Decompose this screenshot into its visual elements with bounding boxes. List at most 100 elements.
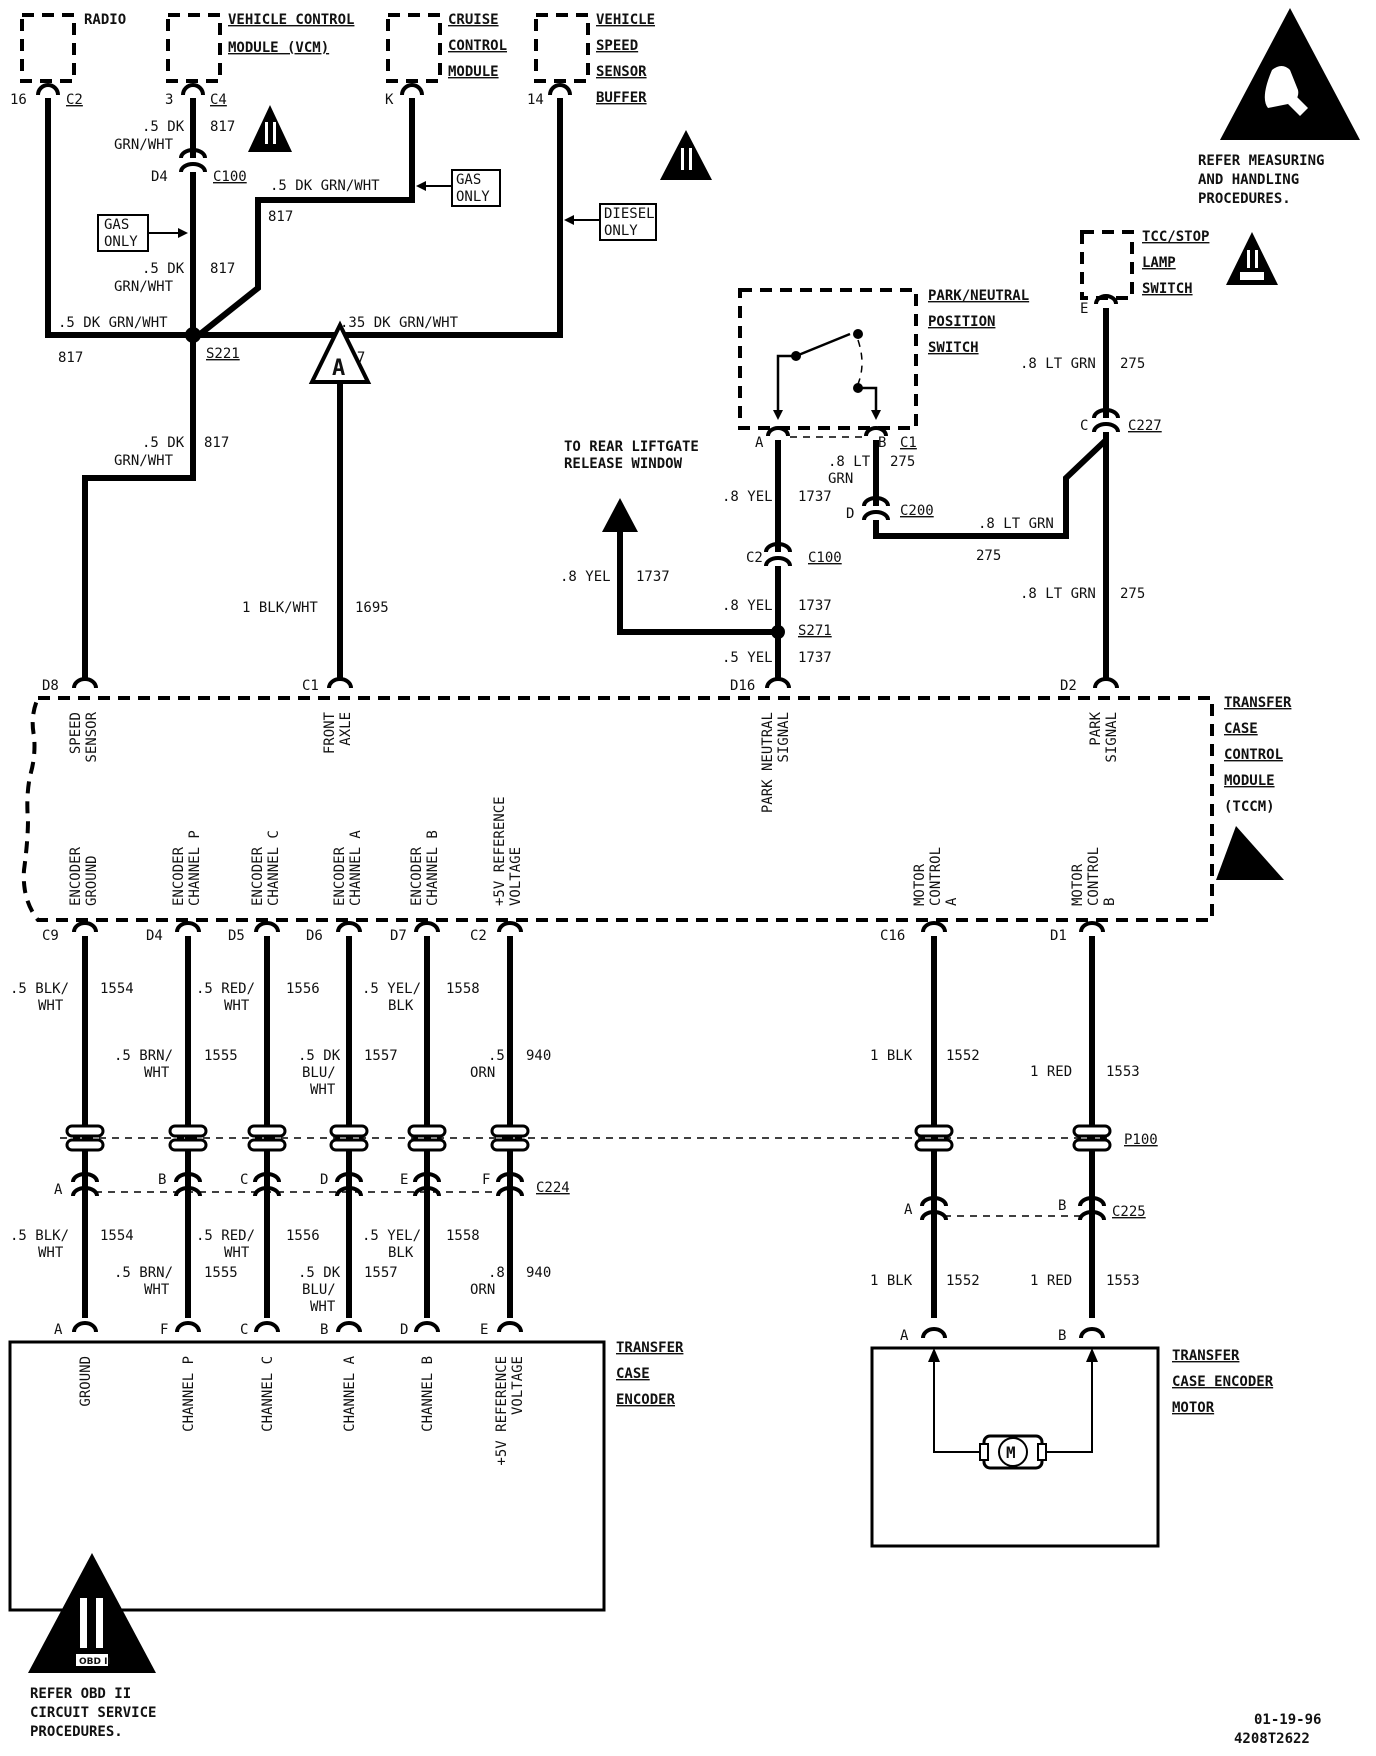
vssb-label-4: BUFFER xyxy=(596,90,647,106)
tccm-top-pins: D8 C1 D16 D2 SPEED SENSOR FRONT AXLE PAR… xyxy=(42,677,1120,813)
tccm-label: MODULE xyxy=(1224,773,1275,789)
transfer-case-encoder-motor: TRANSFER CASE ENCODER MOTOR A B M xyxy=(870,1327,1274,1548)
pin-label: A xyxy=(755,435,764,451)
wire-label: .5 DK xyxy=(142,119,185,135)
tcc-label: LAMP xyxy=(1142,255,1176,271)
signal-label: CHANNEL C xyxy=(266,830,282,906)
signal-label: B xyxy=(1102,898,1118,906)
motor-label: TRANSFER xyxy=(1172,1348,1240,1364)
diesel-only-note: ONLY xyxy=(604,223,638,239)
circuit-label: 1555 xyxy=(204,1265,238,1281)
pin-label: A xyxy=(54,1322,63,1338)
signal-label: CHANNEL B xyxy=(425,830,441,906)
wire-label: .8 xyxy=(488,1265,505,1281)
connector-c227: C227 xyxy=(1128,418,1162,434)
pin-label: D16 xyxy=(730,678,755,694)
wire-label: .8 YEL xyxy=(560,569,611,585)
pin-label: D6 xyxy=(306,928,323,944)
circuit-label: 1553 xyxy=(1106,1064,1140,1080)
motor-symbol: M xyxy=(1006,1443,1016,1462)
wire-label: .5 DK xyxy=(298,1265,341,1281)
ref-a-label: A xyxy=(332,356,345,381)
wire-label: .5 DK xyxy=(298,1048,341,1064)
pin-label: C xyxy=(1080,418,1088,434)
connector-c225: C225 xyxy=(1112,1204,1146,1220)
circuit-label: 1553 xyxy=(1106,1273,1140,1289)
obd-triangle-small-3 xyxy=(1226,232,1278,285)
wire-label: 1 BLK xyxy=(870,1048,913,1064)
connector-c224: C224 xyxy=(536,1180,570,1196)
pin-cruise: K xyxy=(385,92,394,108)
signal-label: CHANNEL A xyxy=(348,830,364,906)
gas-only-note: GAS xyxy=(456,172,481,188)
pin-label: D xyxy=(320,1172,328,1188)
esd-note-3: PROCEDURES. xyxy=(1198,191,1291,207)
wire-label: .5 YEL/ xyxy=(362,1228,421,1244)
radio-label: RADIO xyxy=(84,12,126,28)
signal-label: ENCODER xyxy=(171,846,187,906)
circuit-label: 940 xyxy=(526,1048,551,1064)
esd-warning: REFER MEASURING AND HANDLING PROCEDURES. xyxy=(1198,8,1360,207)
pnp-label: PARK/NEUTRAL xyxy=(928,288,1029,304)
esd-note-1: REFER MEASURING xyxy=(1198,153,1324,169)
signal-label: PARK NEUTRAL xyxy=(760,712,776,813)
signal-label: SIGNAL xyxy=(1104,712,1120,763)
pin-label: E xyxy=(480,1322,488,1338)
splice-s271: S271 xyxy=(798,623,832,639)
cruise-component: CRUISE CONTROL MODULE K xyxy=(385,12,507,108)
signal-label: +5V REFERENCE xyxy=(492,796,508,906)
figure-id: 4208T2622 xyxy=(1234,1731,1310,1747)
obd-note: REFER OBD II xyxy=(30,1686,131,1702)
wire-label: GRN/WHT xyxy=(114,453,174,469)
p100-grommets xyxy=(65,1124,1112,1152)
pin-label: C xyxy=(240,1172,248,1188)
wire-label: GRN xyxy=(828,471,853,487)
signal-label: CHANNEL P xyxy=(181,1356,197,1432)
pin-label: D8 xyxy=(42,678,59,694)
wire-label: .8 YEL xyxy=(722,598,773,614)
circuit-label: 940 xyxy=(526,1265,551,1281)
signal-label: FRONT xyxy=(322,711,338,754)
signal-label: SIGNAL xyxy=(776,712,792,763)
signal-label: GROUND xyxy=(84,855,100,906)
wire-label: .8 LT xyxy=(828,454,871,470)
circuit-label: 275 xyxy=(976,548,1001,564)
wire-label: .5 BRN/ xyxy=(114,1048,173,1064)
pin-label: B xyxy=(1058,1198,1066,1214)
pin-vcm: 3 xyxy=(165,92,173,108)
wire-label: WHT xyxy=(144,1065,170,1081)
tccm-bottom-signals: ENCODER GROUND ENCODER CHANNEL P ENCODER… xyxy=(68,796,1118,906)
connector-c1: C1 xyxy=(900,435,917,451)
signal-label: CONTROL xyxy=(928,847,944,906)
pin-label: C xyxy=(240,1322,248,1338)
wire-label: .5 DK xyxy=(142,435,185,451)
circuit-label: 1557 xyxy=(364,1265,398,1281)
pin-label: A xyxy=(54,1182,63,1198)
motor-label: CASE ENCODER xyxy=(1172,1374,1274,1390)
wire-label: .8 LT GRN xyxy=(1020,356,1096,372)
obd-ii-warning: OBD II REFER OBD II CIRCUIT SERVICE PROC… xyxy=(28,1553,156,1740)
circuit-label: 1556 xyxy=(286,981,320,997)
wire-label: ORN xyxy=(470,1282,495,1298)
wire-label: .5 YEL/ xyxy=(362,981,421,997)
wire-label: GRN/WHT xyxy=(114,137,174,153)
wire-label: .5 YEL xyxy=(722,650,773,666)
pin-label: B xyxy=(158,1172,166,1188)
wire-label: BLK xyxy=(388,1245,414,1261)
signal-label: +5V REFERENCE xyxy=(494,1356,510,1466)
circuit-label: 1554 xyxy=(100,981,134,997)
circuit-label: 1695 xyxy=(355,600,389,616)
vcm-component: VEHICLE CONTROL MODULE (VCM) 3 C4 xyxy=(165,12,354,108)
circuit-label: 275 xyxy=(1120,586,1145,602)
transfer-case-encoder: TRANSFER CASE ENCODER A F C B D E GROUND… xyxy=(8,1321,684,1612)
wire-label: .8 LT GRN xyxy=(1020,586,1096,602)
radio-component: RADIO 16 C2 xyxy=(10,12,126,108)
pin-label: F xyxy=(160,1322,168,1338)
pin-label: C2 xyxy=(746,550,763,566)
pin-label: A xyxy=(900,1328,909,1344)
connector-c4: C4 xyxy=(210,92,227,108)
pin-radio: 16 xyxy=(10,92,27,108)
wire-label: 1 BLK xyxy=(870,1273,913,1289)
wire-label: .5 DK GRN/WHT xyxy=(270,178,380,194)
wire-label: .5 DK GRN/WHT xyxy=(58,315,168,331)
